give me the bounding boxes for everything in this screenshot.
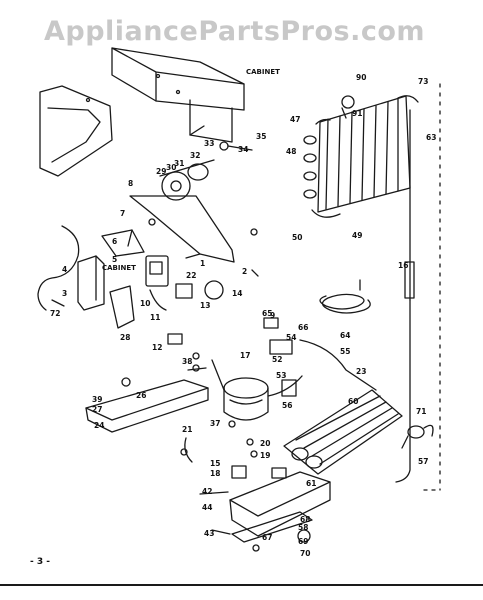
callout: 35 <box>256 132 266 141</box>
control-box <box>77 229 145 311</box>
callout: 2 <box>242 267 247 276</box>
footer-rule <box>0 584 483 586</box>
callout: 61 <box>306 479 316 488</box>
callout: 69 <box>298 537 308 546</box>
small-parts <box>263 317 297 397</box>
callout: 65 <box>262 309 272 318</box>
callout: 91 <box>352 109 362 118</box>
callout: 5 <box>112 255 117 264</box>
cabinet-label: CABINET <box>246 68 280 76</box>
callout: 66 <box>298 323 308 332</box>
callout: 17 <box>240 351 250 360</box>
callout: 33 <box>204 139 214 148</box>
mounting-rail <box>85 364 209 433</box>
terminal-cover <box>167 333 183 345</box>
callout: 32 <box>190 151 200 160</box>
refrigerant-tube <box>395 109 415 483</box>
callout: 10 <box>140 299 150 308</box>
callout: 26 <box>136 391 146 400</box>
callout: 44 <box>202 503 212 512</box>
callout: 16 <box>398 261 408 270</box>
relay-overload <box>109 253 224 329</box>
serpentine-coil <box>299 279 377 391</box>
callout: 57 <box>418 457 428 466</box>
callout: 38 <box>182 357 192 366</box>
callout: 27 <box>92 405 102 414</box>
callout: 1 <box>200 259 205 268</box>
callout: 15 <box>210 459 220 468</box>
callout: 43 <box>204 529 214 538</box>
page-number: - 3 - <box>30 557 50 567</box>
drain-valve <box>401 424 434 449</box>
callout: 50 <box>292 233 302 242</box>
callout: 28 <box>120 333 130 342</box>
cabinet-label: CABINET <box>102 264 136 272</box>
callout: 14 <box>232 289 242 298</box>
callout: 42 <box>202 487 212 496</box>
base-plate <box>199 465 331 537</box>
callout: 9 <box>270 311 275 320</box>
callout: 56 <box>282 401 292 410</box>
lower-bracket <box>211 511 313 552</box>
callout: 29 <box>156 167 166 176</box>
callout: 58 <box>298 523 308 532</box>
cabinet-left-panel <box>39 85 113 177</box>
callout: 20 <box>260 439 270 448</box>
callout: 72 <box>50 309 60 318</box>
callout: 34 <box>238 145 248 154</box>
drain-pan <box>283 389 403 475</box>
callout: 68 <box>300 515 310 524</box>
callout: 7 <box>120 209 125 218</box>
callout: 71 <box>416 407 426 416</box>
callout: 12 <box>152 343 162 352</box>
callout: 19 <box>260 451 270 460</box>
callout: 11 <box>150 313 160 322</box>
callout: 64 <box>340 331 350 340</box>
callout: 18 <box>210 469 220 478</box>
callout: 48 <box>286 147 296 156</box>
callout: 4 <box>62 265 67 274</box>
callout: 73 <box>418 77 428 86</box>
compressor <box>211 359 303 421</box>
callout: 22 <box>186 271 196 280</box>
callout: 6 <box>112 237 117 246</box>
watermark: AppliancePartsPros.com <box>44 16 426 47</box>
callout: 37 <box>210 419 220 428</box>
callout: 13 <box>200 301 210 310</box>
callout: 24 <box>94 421 104 430</box>
callout: 60 <box>348 397 358 406</box>
callout: 54 <box>286 333 296 342</box>
callout: 49 <box>352 231 362 240</box>
callout: 52 <box>272 355 282 364</box>
misc-fasteners <box>180 228 259 463</box>
callout: 21 <box>182 425 192 434</box>
fan-motor-bracket <box>129 141 253 263</box>
callout: 70 <box>300 549 310 558</box>
callout: 53 <box>276 371 286 380</box>
callout: 55 <box>340 347 350 356</box>
callout: 47 <box>290 115 300 124</box>
callout: 3 <box>62 289 67 298</box>
callout: 39 <box>92 395 102 404</box>
callout: 31 <box>174 159 184 168</box>
callout: 8 <box>128 179 133 188</box>
callout: 67 <box>262 533 272 542</box>
wire-harness <box>37 225 80 311</box>
callout: 63 <box>426 133 436 142</box>
callout: 30 <box>166 163 176 172</box>
callout: 23 <box>356 367 366 376</box>
cabinet-top-panel <box>111 47 245 143</box>
callout: 90 <box>356 73 366 82</box>
